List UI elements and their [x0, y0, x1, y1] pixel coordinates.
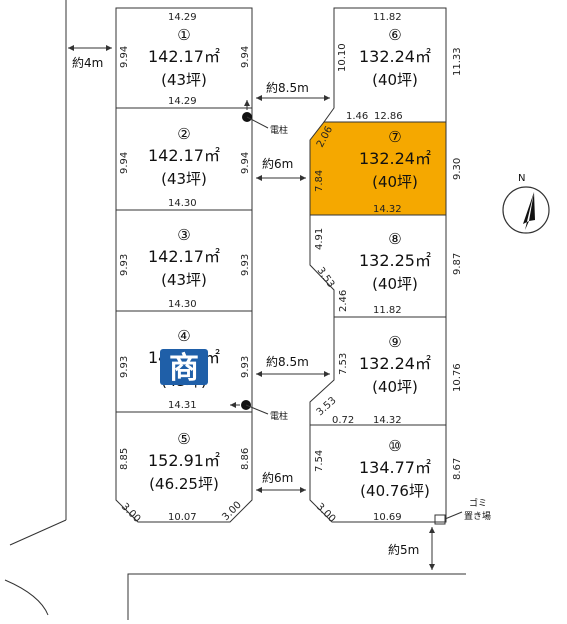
lot-7-tsubo: (40坪)	[372, 173, 418, 191]
dim-lot3-left: 9.93	[119, 254, 130, 276]
lot-9-number: ⑨	[388, 333, 401, 351]
dim-lot4-left: 9.93	[119, 356, 130, 378]
middle-road-width-1: 約8.5m	[266, 80, 309, 95]
lot-3-area: 142.17㎡	[148, 247, 220, 266]
dim-lot10-corner: 3.00	[314, 501, 338, 525]
dim-lot1-right: 9.94	[240, 46, 251, 68]
dim-lot1-top: 14.29	[168, 12, 197, 23]
lot-9-tsubo: (40坪)	[372, 378, 418, 396]
dim-lot9-bottom-right: 14.32	[373, 415, 402, 426]
dim-lot10-right: 8.67	[452, 458, 463, 480]
compass-north-label: N	[518, 173, 525, 184]
middle-road-arrows	[256, 95, 330, 493]
arrowhead	[106, 45, 112, 51]
lot-7-number: ⑦	[388, 128, 401, 146]
middle-road-width-2: 約6m	[262, 156, 293, 171]
dim-lot7-right: 9.30	[452, 158, 463, 180]
lot-10-boundary	[309, 424, 447, 523]
dim-lot3-right: 9.93	[240, 254, 251, 276]
lot-labels: ① 142.17㎡ (43坪) ② 142.17㎡ (43坪) ③ 142.17㎡ (43坪) ④…	[148, 26, 431, 500]
lot-5-number: ⑤	[177, 430, 190, 448]
garbage-label-line2: 置き場	[464, 510, 491, 522]
west-road-corner	[9, 519, 67, 546]
pole-label-1: 電柱	[270, 124, 288, 136]
lot-1-number: ①	[177, 26, 190, 44]
lot-5-area: 152.91㎡	[148, 451, 220, 470]
dim-lot1-bottom: 14.29	[168, 96, 197, 107]
dim-lot8-bottom: 11.82	[373, 305, 402, 316]
dim-lot1-left: 9.94	[119, 46, 130, 68]
lot-2-area: 142.17㎡	[148, 146, 220, 165]
lot-2-number: ②	[177, 125, 190, 143]
dim-lot5-corner-left: 3.00	[119, 501, 143, 525]
dim-lot9-bottom-left: 0.72	[332, 415, 354, 426]
dim-lot9-left: 7.53	[338, 353, 349, 375]
commercial-badge-text: 商	[169, 351, 199, 386]
dim-lot6-top: 11.82	[373, 12, 402, 23]
west-road-width: 約4m	[72, 55, 103, 70]
lot-5-tsubo: (46.25坪)	[149, 475, 219, 493]
dim-lot5-bottom: 10.07	[168, 512, 197, 523]
utility-pole-2	[230, 400, 269, 415]
south-road-edge	[127, 573, 466, 620]
dim-lot8-corner: 3.53	[315, 265, 337, 290]
lot-4-number: ④	[177, 327, 190, 345]
lot-1-tsubo: (43坪)	[161, 71, 207, 89]
compass-icon	[502, 186, 550, 234]
garbage-label-line1: ゴミ	[469, 497, 487, 509]
lot-3-tsubo: (43坪)	[161, 271, 207, 289]
lot-1-area: 142.17㎡	[148, 47, 220, 66]
arrowhead	[429, 564, 435, 570]
dim-lot2-right: 9.94	[240, 152, 251, 174]
dim-lot5-left: 8.85	[119, 448, 130, 470]
south-road-width: 約5m	[388, 542, 419, 557]
lot-10-area: 134.77㎡	[359, 458, 431, 477]
dim-lot4-right: 9.93	[240, 356, 251, 378]
lot-5-boundary	[115, 411, 253, 523]
dim-lot4-bottom: 14.31	[168, 400, 197, 411]
dim-lot8-right: 9.87	[452, 253, 463, 275]
dim-lot6-bottom-right: 12.86	[374, 111, 403, 122]
dim-lot7-bottom: 14.32	[373, 204, 402, 215]
dim-lot8-left2: 2.46	[338, 290, 349, 312]
dim-lot2-bottom: 14.30	[168, 198, 197, 209]
dim-lot9-right: 10.76	[452, 363, 463, 392]
dim-lot6-right: 11.33	[452, 47, 463, 76]
lot-2-tsubo: (43坪)	[161, 170, 207, 188]
lot-6-area: 132.24㎡	[359, 47, 431, 66]
middle-road-width-4: 約8.5m	[266, 354, 309, 369]
lot-3-number: ③	[177, 226, 190, 244]
arrowhead	[429, 527, 435, 533]
lot-8-tsubo: (40坪)	[372, 275, 418, 293]
dim-lot10-bottom: 10.69	[373, 512, 402, 523]
garbage-leader	[444, 511, 463, 520]
lot-6-number: ⑥	[388, 26, 401, 44]
dim-lot10-left: 7.54	[314, 450, 325, 472]
arrowhead	[68, 45, 74, 51]
garbage-area-box	[434, 514, 446, 525]
lot-9-area: 132.24㎡	[359, 354, 431, 373]
dim-lot2-left: 9.94	[119, 152, 130, 174]
commercial-badge	[160, 349, 208, 385]
west-road-curve	[4, 579, 49, 616]
dim-lot3-bottom: 14.30	[168, 299, 197, 310]
dim-lot8-left: 4.91	[314, 228, 325, 250]
lot-10-number: ⑩	[388, 437, 401, 455]
dim-lot5-right: 8.86	[240, 448, 251, 470]
dim-lot6-left: 10.10	[337, 43, 348, 72]
pole-label-2: 電柱	[270, 410, 288, 422]
lot-8-number: ⑧	[388, 230, 401, 248]
lot-10-tsubo: (40.76坪)	[360, 482, 430, 500]
middle-road-width-5: 約6m	[262, 470, 293, 485]
lot-6-tsubo: (40坪)	[372, 71, 418, 89]
utility-pole-1	[242, 100, 269, 129]
dim-lot6-bottom-left: 1.46	[346, 111, 368, 122]
lot-7-area: 132.24㎡	[359, 149, 431, 168]
lot-8-area: 132.25㎡	[359, 251, 431, 270]
dim-lot7-left: 7.84	[314, 170, 325, 192]
